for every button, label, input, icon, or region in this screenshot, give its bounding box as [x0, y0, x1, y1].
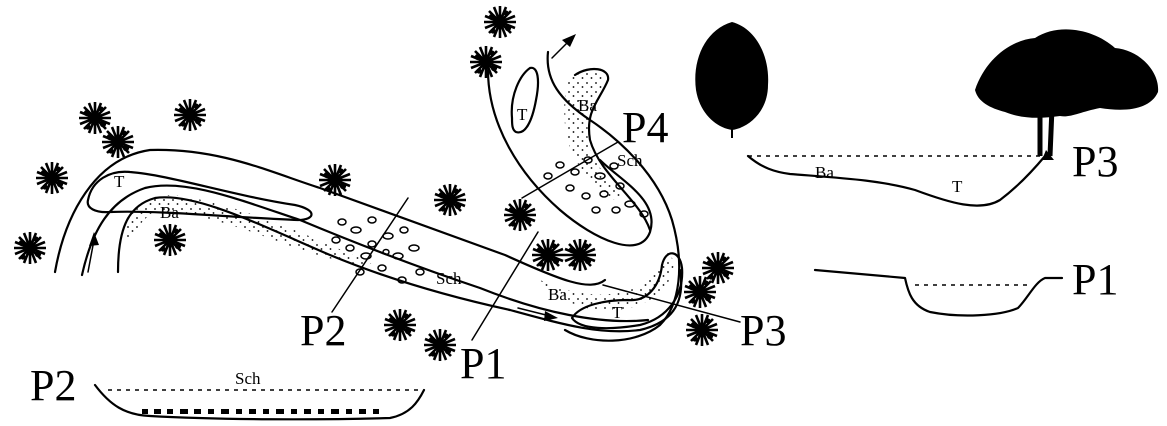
deposit-label-ba-top: Ba — [578, 96, 597, 115]
section-p1 — [815, 270, 1062, 315]
shrub-icon — [154, 224, 186, 256]
section-label-p1: P1 — [1072, 255, 1118, 304]
profile-label-p3: P3 — [740, 306, 786, 355]
shrub-icon — [319, 164, 351, 196]
deposit-label-ba-left: Ba — [160, 203, 179, 222]
shrub-icon — [14, 232, 46, 264]
deposit-label-ba-lower: Ba — [548, 285, 567, 304]
deposit-label-ba-p3: Ba — [815, 163, 834, 182]
pebble-icon — [142, 409, 379, 414]
section-p2 — [95, 385, 424, 419]
shrub-icon — [79, 102, 111, 134]
shrub-icon — [424, 329, 456, 361]
shrub-icon — [564, 239, 596, 271]
deposit-label-sch-p2: Sch — [235, 369, 261, 388]
shrub-icon — [384, 309, 416, 341]
flow-arrow-icon — [552, 34, 576, 58]
shrub-icon — [36, 162, 68, 194]
profile-label-p4: P4 — [622, 103, 668, 152]
shrub-icon — [504, 199, 536, 231]
shrub-icon — [102, 126, 134, 158]
deposit-label-t-p3: T — [952, 177, 963, 196]
deposit-label-sch-top: Sch — [617, 151, 643, 170]
shrub-icon — [686, 314, 718, 346]
shrub-icon — [434, 184, 466, 216]
profile-label-p2: P2 — [300, 306, 346, 355]
section-p3 — [748, 156, 1045, 206]
shrub-icon — [174, 99, 206, 131]
shrub-icon — [684, 276, 716, 308]
tree-icon — [695, 22, 768, 138]
shrub-icon — [532, 239, 564, 271]
deposit-label-t-lower: T — [612, 303, 623, 322]
shrub-icon — [470, 46, 502, 78]
section-label-p3: P3 — [1072, 137, 1118, 186]
deposit-label-t-top: T — [517, 105, 528, 124]
tree-icon — [975, 29, 1158, 160]
deposit-label-sch-center: Sch — [436, 269, 462, 288]
profile-label-p1: P1 — [460, 339, 506, 388]
shrub-icon — [702, 252, 734, 284]
shrub-icon — [484, 6, 516, 38]
profile-line-p1 — [472, 232, 538, 340]
deposit-label-t-left: T — [114, 172, 125, 191]
section-label-p2: P2 — [30, 361, 76, 410]
flow-arrow-icon — [88, 232, 99, 272]
